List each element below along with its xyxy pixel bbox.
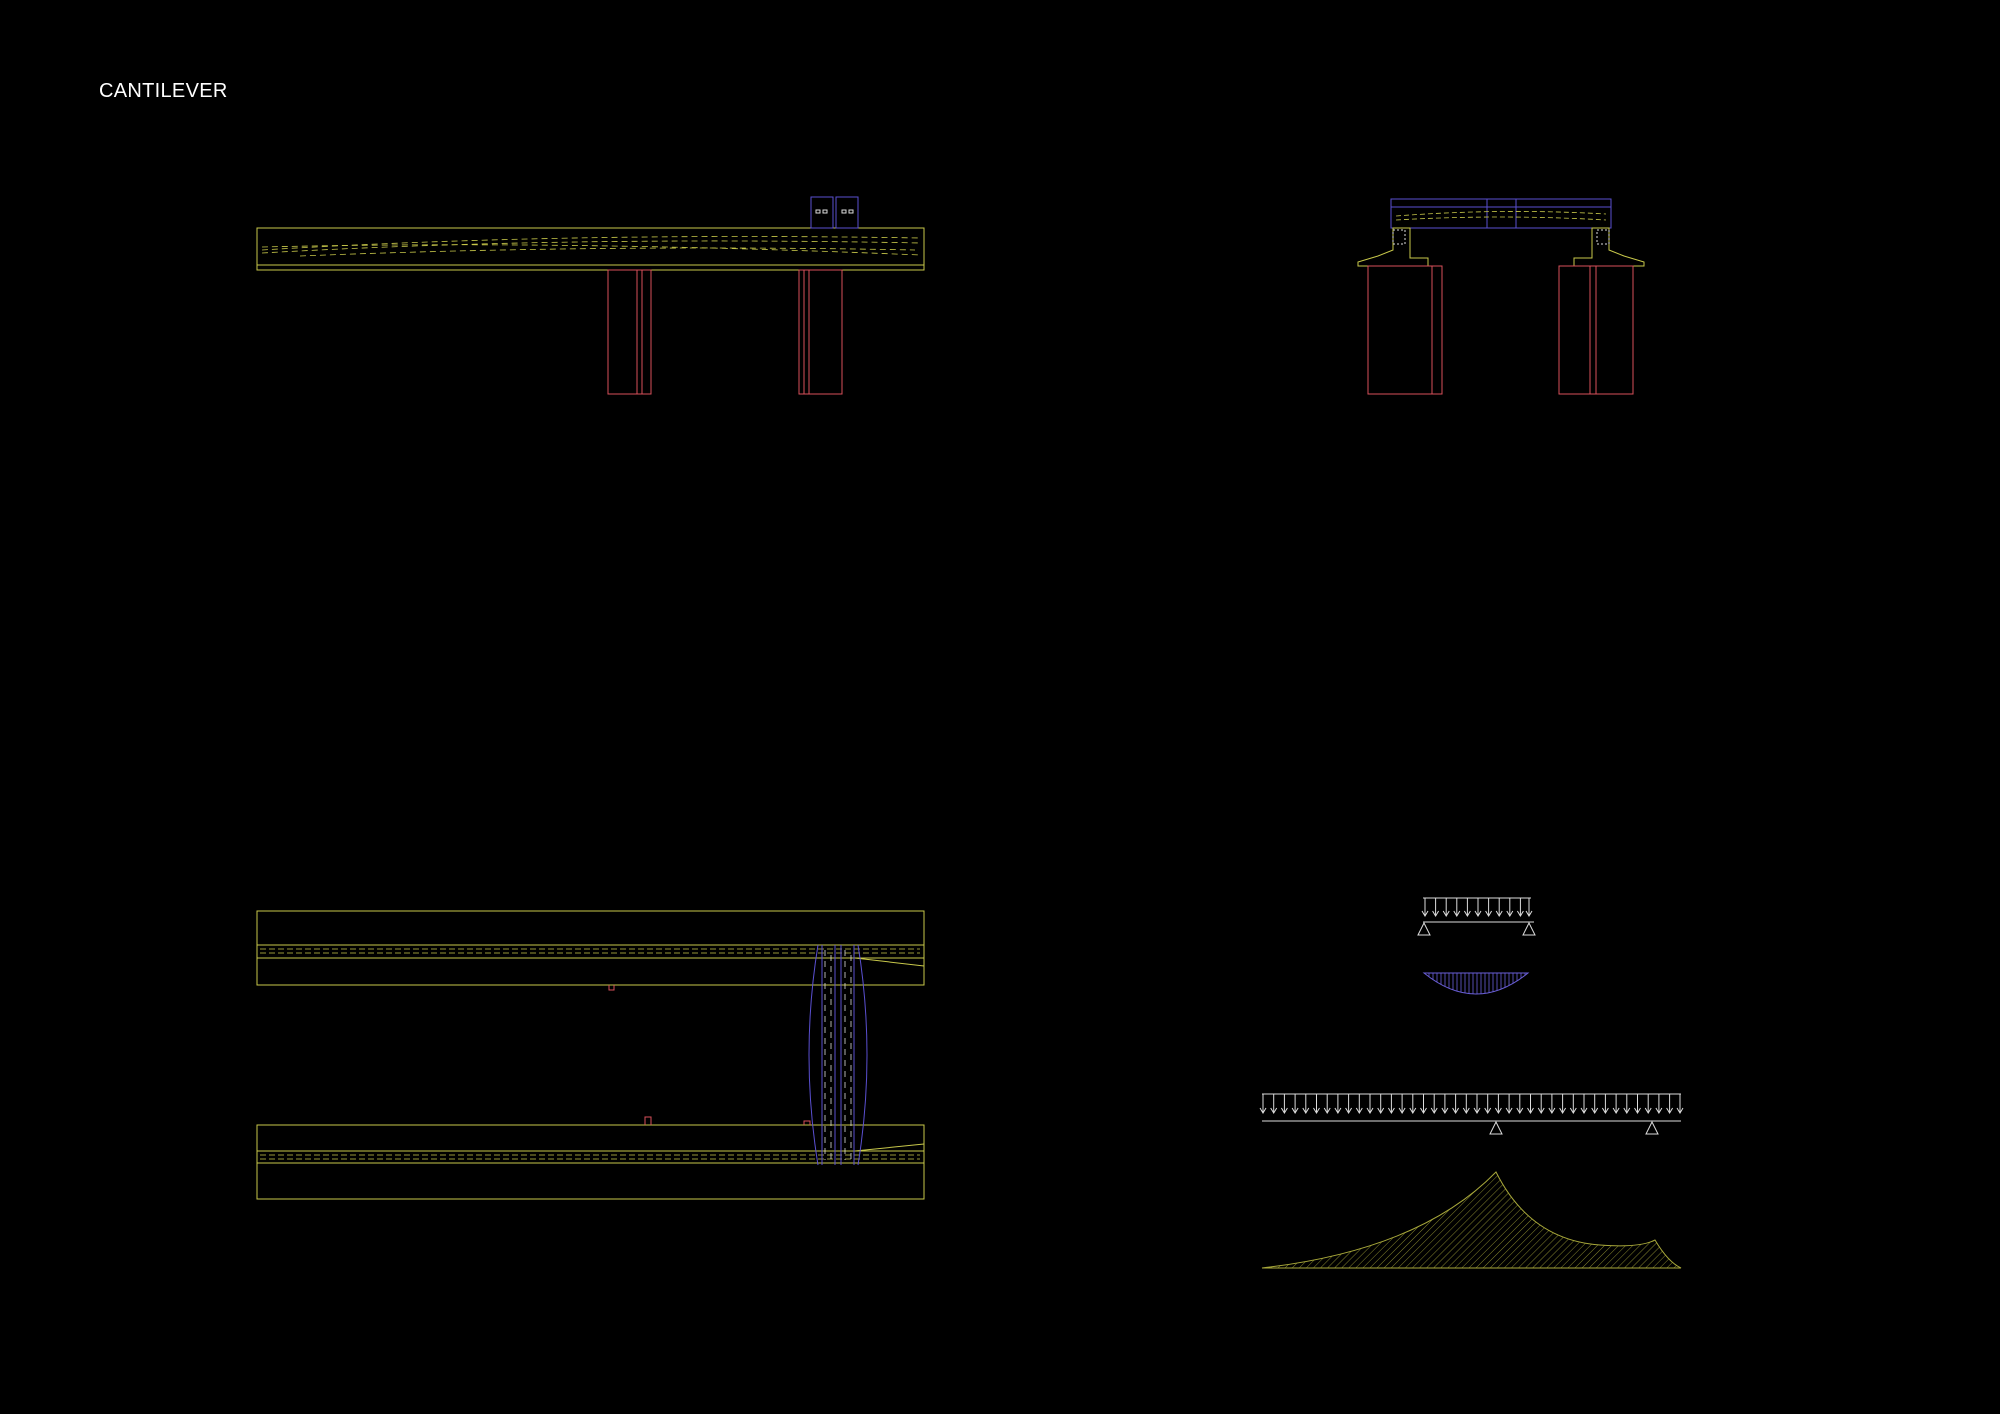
elevation-tendon-lines [261,236,921,257]
cross-section-view [1357,198,1645,395]
moment-curve-simple [1422,972,1530,995]
load-arrows-1 [1421,897,1533,917]
plan-mark-3 [803,1120,811,1125]
elevation-rail-post-right [835,196,859,229]
section-bearing-left [1357,227,1429,267]
elevation-pier-right [798,269,843,395]
sheet-title: CANTILEVER [99,80,228,102]
elevation-slab [256,227,925,271]
triangle-support-icon [1417,921,1431,936]
load-diagram-cantilever-beam [1259,1093,1684,1269]
section-deck [1390,198,1612,229]
triangle-support-icon [1522,921,1536,936]
section-pier-right [1558,265,1634,395]
plan-slab-upper [256,910,925,986]
plan-view [256,910,925,1200]
load-diagram-simple-beam [1417,897,1536,995]
plan-mark-1 [608,985,615,991]
moment-curve-cantilever [1261,1171,1682,1269]
plan-girder [808,944,868,1166]
section-bearing-right [1573,227,1645,267]
triangle-support-icon [1645,1120,1659,1135]
load-arrows-2 [1259,1093,1684,1114]
plan-mark-2 [644,1116,652,1125]
section-pier-left [1367,265,1443,395]
elevation-view [256,196,925,395]
triangle-support-icon [1489,1120,1503,1135]
plan-slab-lower [256,1124,925,1200]
elevation-rail-post-left [810,196,834,229]
elevation-pier-left [607,269,652,395]
